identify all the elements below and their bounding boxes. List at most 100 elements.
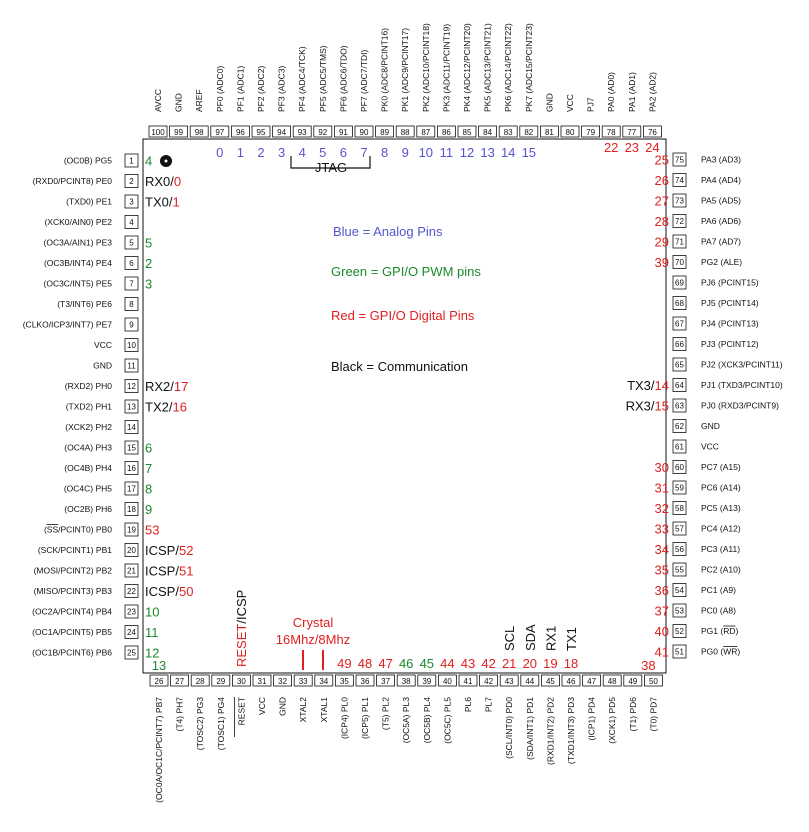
arduino-label-left-6: 2 <box>145 256 152 271</box>
pin-label-25: (OC1B/PCINT6) PB6 <box>32 648 112 658</box>
pin-box-67 <box>672 316 687 331</box>
pin-number-32: 32 <box>278 677 287 686</box>
arduino-label-bottom-35: 49 <box>337 656 351 671</box>
pin-label-88: PK1 (ADC9/PCINT17) <box>400 28 410 112</box>
pin-number-54: 54 <box>675 586 684 595</box>
pin-label-94: PF3 (ADC3) <box>277 66 287 112</box>
pin-box-53 <box>672 603 687 618</box>
pin-label-14: (XCK2) PH2 <box>65 422 112 432</box>
pin-box-97 <box>210 125 230 138</box>
pin-number-56: 56 <box>675 545 684 554</box>
arduino-label-bottom-42: 42 <box>481 656 495 671</box>
arduino-segment: 26 <box>655 173 669 188</box>
pin-label-52: PG1 (RD) <box>701 626 738 636</box>
pin-label-60: PC7 (A15) <box>701 462 741 472</box>
pin-label-7: (OC3C/INT5) PE5 <box>44 279 113 289</box>
pin-number-80: 80 <box>566 128 575 137</box>
pin-number-40: 40 <box>443 677 452 686</box>
pin-label-17: (OC4C) PH5 <box>64 484 112 494</box>
arduino-label-top-96: 1 <box>237 145 244 160</box>
pin-box-44 <box>520 674 540 687</box>
pin-number-25: 25 <box>127 649 136 658</box>
pin-number-96: 96 <box>236 128 245 137</box>
pin-box-45 <box>541 674 560 687</box>
arduino-label-left-22: ICSP/50 <box>145 584 193 599</box>
pin-number-72: 72 <box>675 217 684 226</box>
pin-box-22 <box>124 584 139 598</box>
pin-label-56: PC3 (A11) <box>701 544 740 554</box>
arduino-segment: 3 <box>145 277 152 292</box>
arduino-segment: TX3/ <box>627 378 655 393</box>
pin-box-84 <box>478 125 498 138</box>
arduino-segment: 27 <box>655 194 669 209</box>
pin-label-28: (TOSC2) PG3 <box>195 697 205 750</box>
pin-number-100: 100 <box>151 128 165 137</box>
arduino-segment: 29 <box>655 235 669 250</box>
pin-label-26: (OC0A/OC1C/PCINT7) PB7 <box>154 697 164 803</box>
pin-label-5: (OC3A/AIN1) PE3 <box>44 238 113 248</box>
arduino-segment: 33 <box>655 522 669 537</box>
arduino-label-top-82: 15 <box>522 145 536 160</box>
arduino-segment: 41 <box>655 645 669 660</box>
pin-box-27 <box>170 674 190 687</box>
pin-number-91: 91 <box>339 128 348 137</box>
arduino-label-bottom-46: 18 <box>564 656 578 671</box>
arduino-label-top-95: 2 <box>257 145 264 160</box>
arduino-segment: 53 <box>145 523 159 538</box>
pin-label-80: VCC <box>565 94 575 112</box>
pin-number-71: 71 <box>675 238 684 247</box>
pin-label-99: GND <box>174 93 184 112</box>
pin-number-43: 43 <box>505 677 514 686</box>
pin-number-5: 5 <box>129 239 134 248</box>
pin-number-16: 16 <box>127 464 136 473</box>
pin-number-35: 35 <box>340 677 349 686</box>
pin-box-51 <box>672 644 687 659</box>
pin-box-88 <box>395 125 415 138</box>
pin-label-4: (XCK0/AIN0) PE2 <box>44 217 112 227</box>
pin-box-78 <box>601 125 621 138</box>
pin-number-94: 94 <box>277 128 286 137</box>
pin-number-90: 90 <box>360 128 369 137</box>
pin-number-7: 7 <box>129 280 134 289</box>
arduino-label-bottom-38: 46 <box>399 656 413 671</box>
arduino-label-top-78: 22 <box>604 140 618 155</box>
arduino-label-right-63: RX3/15 <box>626 399 669 414</box>
pin-box-92 <box>313 125 333 138</box>
pin-box-55 <box>672 562 687 577</box>
pin-number-15: 15 <box>127 444 136 453</box>
arduino-label-top-77: 23 <box>625 140 639 155</box>
pin-number-6: 6 <box>129 259 134 268</box>
pin-label-34: XTAL1 <box>319 697 329 723</box>
pin-box-54 <box>672 583 687 597</box>
pin-number-27: 27 <box>175 677 184 686</box>
pin-label-46: (TXD1/INT3) PD3 <box>566 697 576 764</box>
jtag-bracket <box>290 156 371 169</box>
pin-label-13: (TXD2) PH1 <box>66 402 113 412</box>
pin-label-45: (RXD1/INT2) PD2 <box>545 697 555 765</box>
pin-box-18 <box>124 502 139 516</box>
pin-box-99 <box>169 125 189 138</box>
arduino-segment: 6 <box>145 441 152 456</box>
arduino-label-right-54: 36 <box>655 583 669 598</box>
pin-label-33: XTAL2 <box>298 697 308 723</box>
pin-number-74: 74 <box>675 176 684 185</box>
pin-label-83: PK6 (ADC14/PCINT22) <box>503 23 513 112</box>
pin-number-8: 8 <box>129 300 134 309</box>
arduino-label-top-88: 9 <box>402 145 409 160</box>
pin-label-85: PK4 (ADC12/PCINT20) <box>462 23 472 112</box>
pin-box-58 <box>672 501 687 515</box>
pin-box-79 <box>581 125 600 138</box>
pin-label-43: (SCL/INT0) PD0 <box>504 697 514 759</box>
pin-label-51: PG0 (WR) <box>701 647 740 657</box>
pin-number-34: 34 <box>319 677 328 686</box>
arduino-segment: 50 <box>179 584 193 599</box>
arduino-segment: 8 <box>145 482 152 497</box>
pin-box-13 <box>124 399 139 414</box>
pin-label-15: (OC4A) PH3 <box>64 443 112 453</box>
pin-label-54: PC1 (A9) <box>701 585 736 595</box>
pin-label-39: (OC5B) PL4 <box>422 697 432 744</box>
pin-box-66 <box>672 337 687 351</box>
pin-box-34 <box>314 674 334 687</box>
pin-label-72: PA6 (AD6) <box>701 216 741 226</box>
pin-box-3 <box>124 194 139 209</box>
